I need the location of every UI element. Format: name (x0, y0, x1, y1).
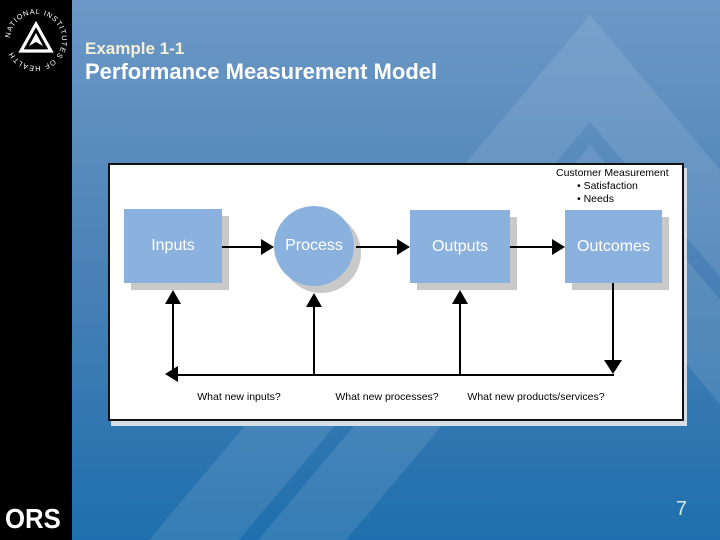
arrowhead-right-icon (397, 239, 410, 255)
customer-measurement-block: Customer Measurement Satisfaction Needs (556, 167, 680, 206)
ors-logo: ORS (5, 503, 61, 534)
feedback-question: What new processes? (335, 391, 439, 403)
feedback-question: What new inputs? (197, 391, 281, 403)
arrowhead-up-icon (452, 290, 468, 304)
nih-logo-icon: NATIONAL INSTITUTES OF HEALTH (3, 7, 68, 73)
title-block: Example 1-1 Performance Measurement Mode… (85, 38, 437, 85)
feedback-question: What new products/services? (467, 391, 605, 403)
feedback-line-process (313, 306, 315, 374)
outcomes-label: Outcomes (577, 237, 650, 255)
slide-title: Performance Measurement Model (85, 59, 438, 84)
process-shape: Process (274, 206, 354, 286)
inputs-label: Inputs (151, 237, 195, 254)
feedback-line-outputs (459, 303, 461, 374)
arrowhead-left-icon (165, 366, 178, 382)
arrowhead-right-icon (552, 239, 565, 255)
customer-measurement-title: Customer Measurement (556, 167, 669, 179)
arrowhead-down-icon (604, 360, 622, 374)
outcomes-shape: Outcomes (565, 210, 662, 283)
feedback-line-horizontal (170, 374, 614, 376)
outputs-label: Outputs (431, 237, 489, 255)
feedback-line-outcomes (612, 283, 614, 361)
left-logo-strip: NATIONAL INSTITUTES OF HEALTH ORS (0, 0, 72, 540)
page-number: 7 (675, 498, 687, 520)
process-label: Process (285, 237, 343, 254)
arrowhead-up-icon (306, 293, 322, 307)
slide-eyebrow: Example 1-1 (85, 39, 185, 58)
customer-measurement-bullet: Needs (556, 193, 680, 206)
arrow-outputs-outcomes (510, 246, 553, 248)
arrowhead-right-icon (261, 239, 274, 255)
customer-measurement-bullet: Satisfaction (556, 180, 680, 193)
arrow-process-outputs (356, 246, 399, 248)
outputs-shape: Outputs (410, 210, 510, 283)
inputs-shape: Inputs (124, 209, 222, 283)
diagram-panel: Customer Measurement Satisfaction Needs … (108, 163, 684, 421)
feedback-line-inputs (172, 303, 174, 374)
arrow-inputs-process (222, 246, 263, 248)
arrowhead-up-icon (165, 290, 181, 304)
